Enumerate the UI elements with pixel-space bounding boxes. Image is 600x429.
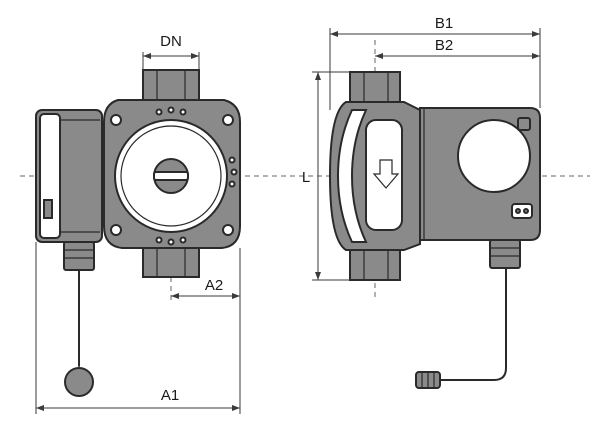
side-top-port: [349, 71, 401, 103]
label-a1: A1: [161, 387, 179, 404]
cable-gland: [63, 241, 95, 397]
side-bottom-port: [349, 249, 401, 281]
dimension-l: L: [302, 71, 350, 281]
label-b2: B2: [435, 37, 453, 54]
side-cable-gland: [415, 239, 521, 389]
pump-housing: [103, 99, 241, 249]
label-b1: B1: [435, 15, 453, 32]
dimension-a1: A1: [35, 242, 241, 414]
side-motor: [419, 107, 541, 241]
plug-icon: [64, 367, 94, 397]
top-port: [142, 69, 200, 101]
dimension-dn: DN: [142, 33, 200, 70]
flow-arrow-icon: [372, 159, 400, 189]
front-view: DN A2 A1: [20, 33, 590, 414]
dimension-b2: B2: [375, 37, 540, 59]
bottom-port: [142, 246, 200, 278]
side-view: B1 B2 L: [302, 15, 541, 389]
label-dn: DN: [160, 33, 182, 50]
side-volute: [328, 101, 421, 251]
dimension-a2: A2: [171, 248, 241, 300]
dimension-b1: B1: [329, 15, 541, 110]
terminal-box: [35, 109, 103, 243]
label-l: L: [302, 169, 310, 186]
label-a2: A2: [205, 277, 223, 294]
